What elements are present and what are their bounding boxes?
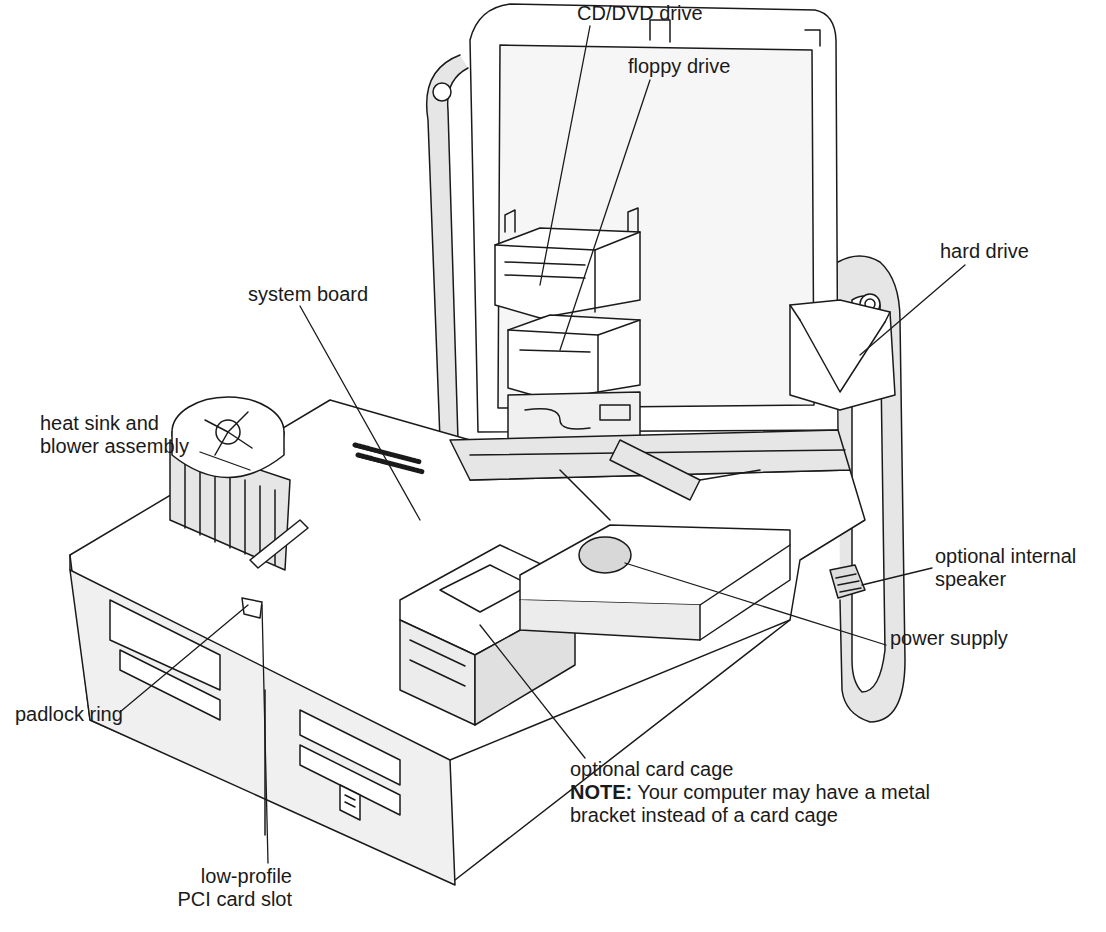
- note-block: NOTE:Your computer may have a metal brac…: [570, 781, 930, 827]
- line-art: [70, 570, 455, 885]
- line-art: [440, 565, 530, 612]
- line-art: [250, 520, 308, 568]
- part-label: optional internal speaker: [935, 545, 1076, 591]
- line-art: [508, 320, 640, 335]
- line-art: [885, 312, 890, 322]
- line-art: [470, 450, 845, 455]
- line-art: [498, 45, 814, 408]
- line-art: [120, 650, 220, 720]
- line-art: [600, 405, 630, 420]
- line-art: [830, 565, 865, 598]
- line-art: [69, 555, 71, 570]
- line-art: [300, 745, 400, 815]
- line-art: [358, 455, 423, 472]
- line-art: [480, 625, 585, 758]
- line-art: [540, 26, 590, 285]
- part-label: low-profile PCI card slot: [152, 865, 292, 911]
- line-art: [470, 4, 838, 432]
- line-art: [505, 210, 515, 232]
- line-art: [520, 600, 700, 640]
- line-art: [700, 470, 760, 480]
- line-art: [433, 83, 451, 101]
- part-label: optional card cage: [570, 758, 733, 781]
- line-art: [520, 525, 790, 605]
- line-art: [790, 300, 895, 410]
- part-label: CD/DVD drive: [577, 2, 703, 25]
- heat-sink: [170, 397, 308, 570]
- power-supply: [520, 525, 790, 640]
- line-art: [560, 80, 650, 350]
- line-art: [625, 563, 886, 645]
- line-art: [560, 470, 610, 520]
- note-heading: NOTE:: [570, 781, 632, 803]
- line-art: [836, 574, 861, 592]
- line-art: [579, 537, 631, 573]
- line-art: [410, 640, 465, 686]
- line-art: [805, 30, 820, 46]
- line-art: [862, 568, 932, 585]
- line-art: [860, 265, 965, 355]
- system-board-parts: [355, 440, 760, 520]
- part-label: system board: [248, 283, 368, 306]
- line-art: [790, 305, 800, 320]
- line-art: [700, 545, 790, 640]
- line-art: [800, 320, 885, 392]
- line-art: [597, 335, 599, 394]
- drive-cage: [495, 208, 640, 470]
- line-art: [427, 55, 468, 446]
- line-art: [508, 315, 640, 400]
- line-art: [345, 795, 355, 807]
- part-label: padlock ring: [15, 703, 123, 726]
- part-label: hard drive: [940, 240, 1029, 263]
- part-label: floppy drive: [628, 55, 730, 78]
- internal-speaker: [830, 565, 865, 598]
- line-art: [495, 228, 640, 318]
- line-art: [300, 306, 420, 520]
- line-art: [495, 232, 640, 250]
- hard-drive-bracket: [790, 300, 895, 410]
- line-art: [505, 275, 585, 278]
- line-art: [340, 785, 360, 820]
- line-art: [262, 605, 268, 863]
- part-label: power supply: [890, 627, 1008, 650]
- part-label: heat sink and blower assembly: [40, 412, 189, 458]
- line-art: [594, 250, 596, 312]
- line-art: [120, 605, 248, 712]
- line-art: [400, 620, 475, 725]
- leader-lines: [120, 26, 965, 863]
- line-art: [200, 452, 250, 470]
- line-art: [628, 208, 638, 232]
- line-art: [355, 445, 420, 462]
- line-art: [205, 412, 252, 455]
- line-art: [525, 409, 590, 429]
- line-art: [520, 350, 590, 352]
- line-art: [610, 440, 700, 500]
